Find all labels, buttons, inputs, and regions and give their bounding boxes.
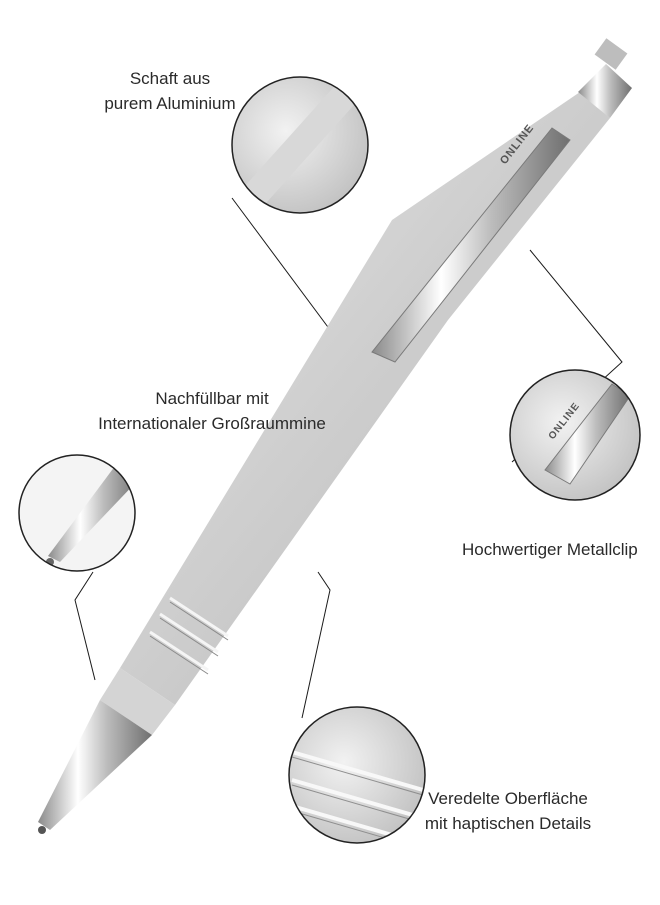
zoom-refill-tip	[18, 454, 136, 572]
callout-surface-line2: mit haptischen Details	[424, 814, 592, 833]
callout-clip-line1: Hochwertiger Metallclip	[462, 540, 638, 559]
callout-surface-line1: Veredelte Oberfläche	[428, 789, 588, 808]
callout-surface: Veredelte Oberfläche mit haptischen Deta…	[418, 786, 598, 836]
callout-refill-line2: Internationaler Großraummine	[98, 414, 326, 433]
callout-refill-line1: Nachfüllbar mit	[155, 389, 269, 408]
callout-aluminium: Schaft aus purem Aluminium	[100, 66, 240, 116]
callout-aluminium-line1: Schaft aus	[129, 69, 211, 88]
pen: ONLINE	[38, 38, 632, 834]
callout-aluminium-line2: purem Aluminium	[104, 94, 236, 113]
zoom-aluminium	[231, 76, 369, 214]
callout-refill: Nachfüllbar mit Internationaler Großraum…	[92, 386, 332, 436]
zoom-clip: ONLINE	[509, 369, 641, 501]
zoom-surface	[288, 706, 426, 844]
callout-clip: Hochwertiger Metallclip	[462, 537, 652, 562]
